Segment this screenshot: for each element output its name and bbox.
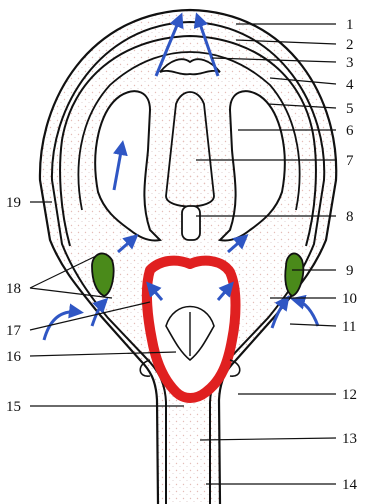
label-6: 6 xyxy=(346,123,354,139)
label-15: 15 xyxy=(6,399,21,415)
label-12: 12 xyxy=(342,387,357,403)
right-gland xyxy=(285,253,303,296)
slot xyxy=(182,206,200,240)
label-5: 5 xyxy=(346,101,354,117)
label-9: 9 xyxy=(346,263,354,279)
label-3: 3 xyxy=(346,55,354,71)
label-1: 1 xyxy=(346,17,354,33)
label-7: 7 xyxy=(346,153,354,169)
label-2: 2 xyxy=(346,37,354,53)
label-14: 14 xyxy=(342,477,358,493)
label-8: 8 xyxy=(346,209,354,225)
label-10: 10 xyxy=(342,291,357,307)
label-11: 11 xyxy=(342,319,356,335)
label-16: 16 xyxy=(6,349,22,365)
label-4: 4 xyxy=(346,77,354,93)
label-18: 18 xyxy=(6,281,21,297)
label-19: 19 xyxy=(6,195,21,211)
label-13: 13 xyxy=(342,431,357,447)
label-17: 17 xyxy=(6,323,22,339)
